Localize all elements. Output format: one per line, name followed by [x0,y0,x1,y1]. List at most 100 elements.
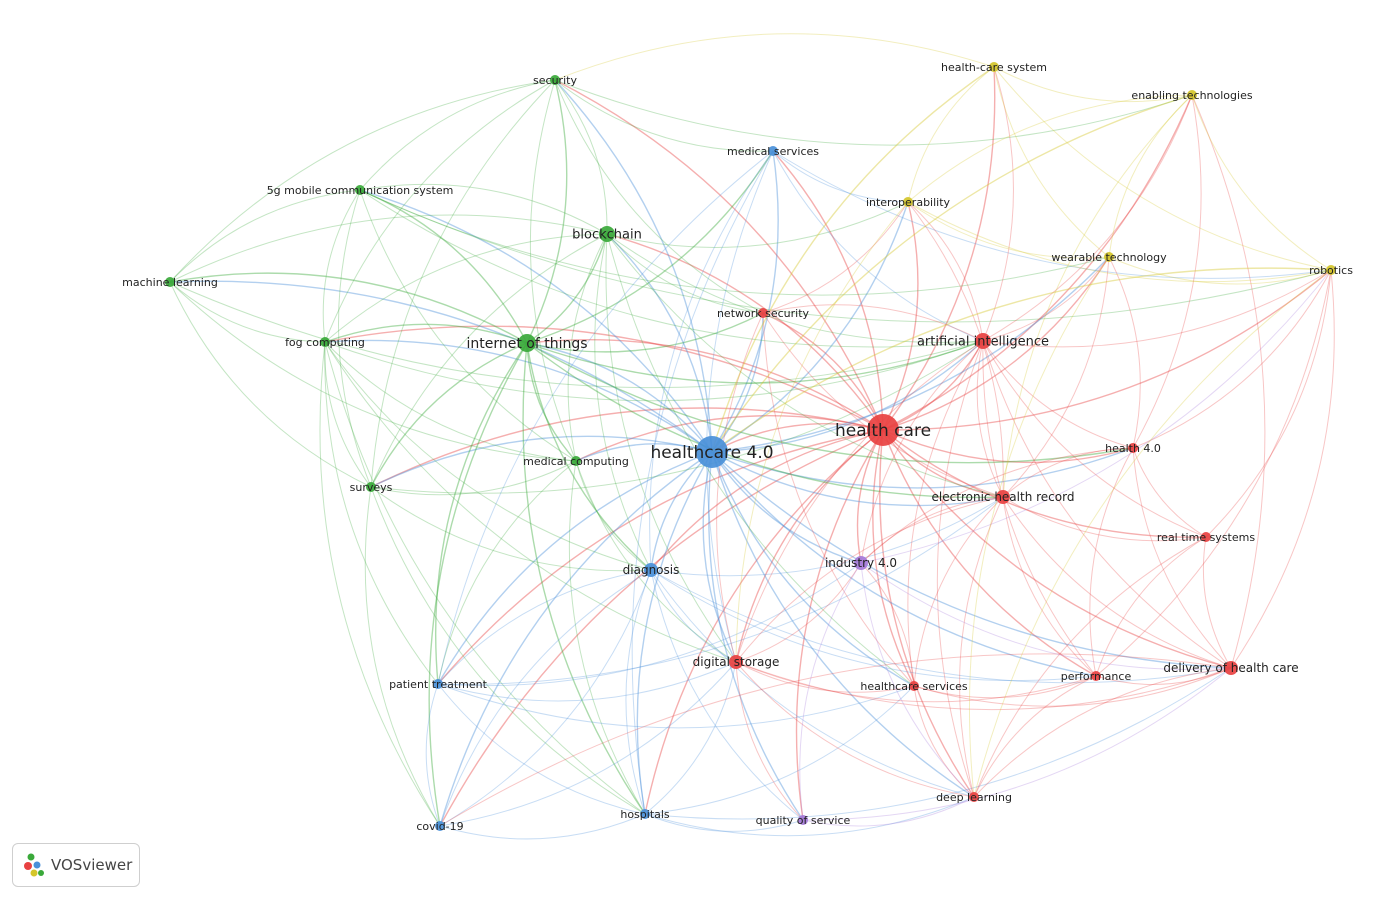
node-label-interoperability[interactable]: interoperability [866,196,951,209]
node-healthcare_services[interactable] [909,681,919,691]
node-label-security[interactable]: security [533,74,577,87]
link-delivery-enabling_technologies [1191,94,1266,669]
vosviewer-label: VOSviewer [51,856,133,874]
node-medical_services[interactable] [768,146,778,156]
node-label-machine_learning[interactable]: machine learning [122,276,218,289]
node-patient_treatment[interactable] [433,679,443,689]
node-robotics[interactable] [1326,265,1336,275]
node-network_security[interactable] [758,308,768,318]
node-label-performance[interactable]: performance [1061,670,1132,683]
link-wearable_technology-deep_learning [968,256,1110,798]
node-label-real_time_systems[interactable]: real time systems [1157,531,1255,544]
link-blockchain-network_security [606,233,764,314]
link-iot-covid_19 [428,342,528,827]
node-label-industry_4_0[interactable]: industry 4.0 [825,556,897,570]
link-real_time_systems-deep_learning [973,536,1207,798]
node-surveys[interactable] [366,482,376,492]
node-label-enabling_technologies[interactable]: enabling technologies [1131,89,1252,102]
link-ehr-performance [1002,496,1097,677]
node-health_care[interactable] [867,414,899,446]
node-medical_computing[interactable] [571,456,581,466]
node-label-medical_computing[interactable]: medical computing [523,455,629,468]
link-fog_computing-patient_treatment [324,341,439,685]
node-wearable_technology[interactable] [1104,252,1114,262]
node-interoperability[interactable] [903,197,913,207]
vosviewer-badge[interactable]: VOSviewer [12,843,140,887]
node-label-hospitals[interactable]: hospitals [620,808,670,821]
node-label-network_security[interactable]: network security [717,307,810,320]
link-performance-delivery [1095,667,1232,685]
node-label-quality_of_service[interactable]: quality of service [756,814,851,827]
link-security-medical_computing [529,79,577,462]
node-machine_learning[interactable] [165,277,175,287]
node-iot[interactable] [518,334,536,352]
link-digital_storage-deep_learning [735,661,975,798]
node-label-5g[interactable]: 5g mobile communication system [267,184,454,197]
node-real_time_systems[interactable] [1201,532,1211,542]
nodes-layer [165,62,1336,831]
link-healthcare_4_0-fog_computing [324,339,713,453]
link-blockchain-digital_storage [605,233,737,663]
node-label-deep_learning[interactable]: deep learning [936,791,1012,804]
node-enabling_technologies[interactable] [1187,90,1197,100]
link-blockchain-machine_learning [169,214,608,283]
link-performance-deep_learning [973,675,1097,798]
link-real_time_systems-delivery [1202,536,1232,669]
node-label-robotics[interactable]: robotics [1309,264,1353,277]
link-diagnosis-ehr [650,496,1004,577]
node-label-health_care[interactable]: health care [835,421,931,441]
node-label-covid_19[interactable]: covid-19 [416,820,463,833]
node-label-blockchain[interactable]: blockchain [572,228,642,243]
link-industry_4_0-quality_of_service [799,562,862,821]
node-covid_19[interactable] [435,821,445,831]
link-healthcare_4_0-hospitals [636,451,713,815]
node-label-diagnosis[interactable]: diagnosis [623,563,680,577]
node-label-surveys[interactable]: surveys [350,481,393,494]
node-label-patient_treatment[interactable]: patient treatment [389,678,488,691]
node-fog_computing[interactable] [320,337,330,347]
node-label-iot[interactable]: internet of things [466,336,587,352]
node-diagnosis[interactable] [644,563,658,577]
link-interoperability-wearable_technology [907,201,1110,259]
node-artificial_intelligence[interactable] [975,333,991,349]
node-quality_of_service[interactable] [798,815,808,825]
node-blockchain[interactable] [599,226,615,242]
node-health_4_0[interactable] [1128,443,1138,453]
link-iot-patient_treatment [434,342,528,685]
node-ehr[interactable] [996,490,1010,504]
node-health_care_system[interactable] [989,62,999,72]
node-label-wearable_technology[interactable]: wearable technology [1051,251,1167,264]
node-performance[interactable] [1091,671,1101,681]
link-5g-medical_computing [359,189,577,462]
node-label-fog_computing[interactable]: fog computing [285,336,365,349]
node-security[interactable] [550,75,560,85]
link-medical_services-robotics [772,150,1332,279]
node-label-health_care_system[interactable]: health-care system [941,61,1047,74]
node-label-healthcare_4_0[interactable]: healthcare 4.0 [650,443,773,463]
node-hospitals[interactable] [640,809,650,819]
node-label-health_4_0[interactable]: health 4.0 [1105,442,1161,455]
link-iot-medical_computing [526,342,577,462]
node-digital_storage[interactable] [729,655,743,669]
link-artificial_intelligence-real_time_systems [982,340,1207,538]
link-iot-surveys [370,342,528,488]
link-health_4_0-performance [1089,447,1134,677]
node-industry_4_0[interactable] [854,556,868,570]
node-delivery[interactable] [1224,661,1238,675]
node-label-healthcare_services[interactable]: healthcare services [860,680,968,693]
node-label-ehr[interactable]: electronic health record [932,490,1075,504]
link-iot-artificial_intelligence [526,340,984,384]
link-artificial_intelligence-wearable_technology [982,256,1110,342]
node-healthcare_4_0[interactable] [696,436,728,468]
node-5g[interactable] [355,185,365,195]
node-deep_learning[interactable] [969,792,979,802]
node-label-digital_storage[interactable]: digital storage [693,655,780,669]
node-label-delivery[interactable]: delivery of health care [1163,661,1298,675]
link-5g-surveys [337,189,372,488]
link-medical_services-patient_treatment [437,150,774,685]
node-label-artificial_intelligence[interactable]: artificial intelligence [917,335,1049,350]
link-network_security-digital_storage [716,312,764,663]
node-label-medical_services[interactable]: medical services [727,145,819,158]
link-blockchain-diagnosis [594,233,652,571]
